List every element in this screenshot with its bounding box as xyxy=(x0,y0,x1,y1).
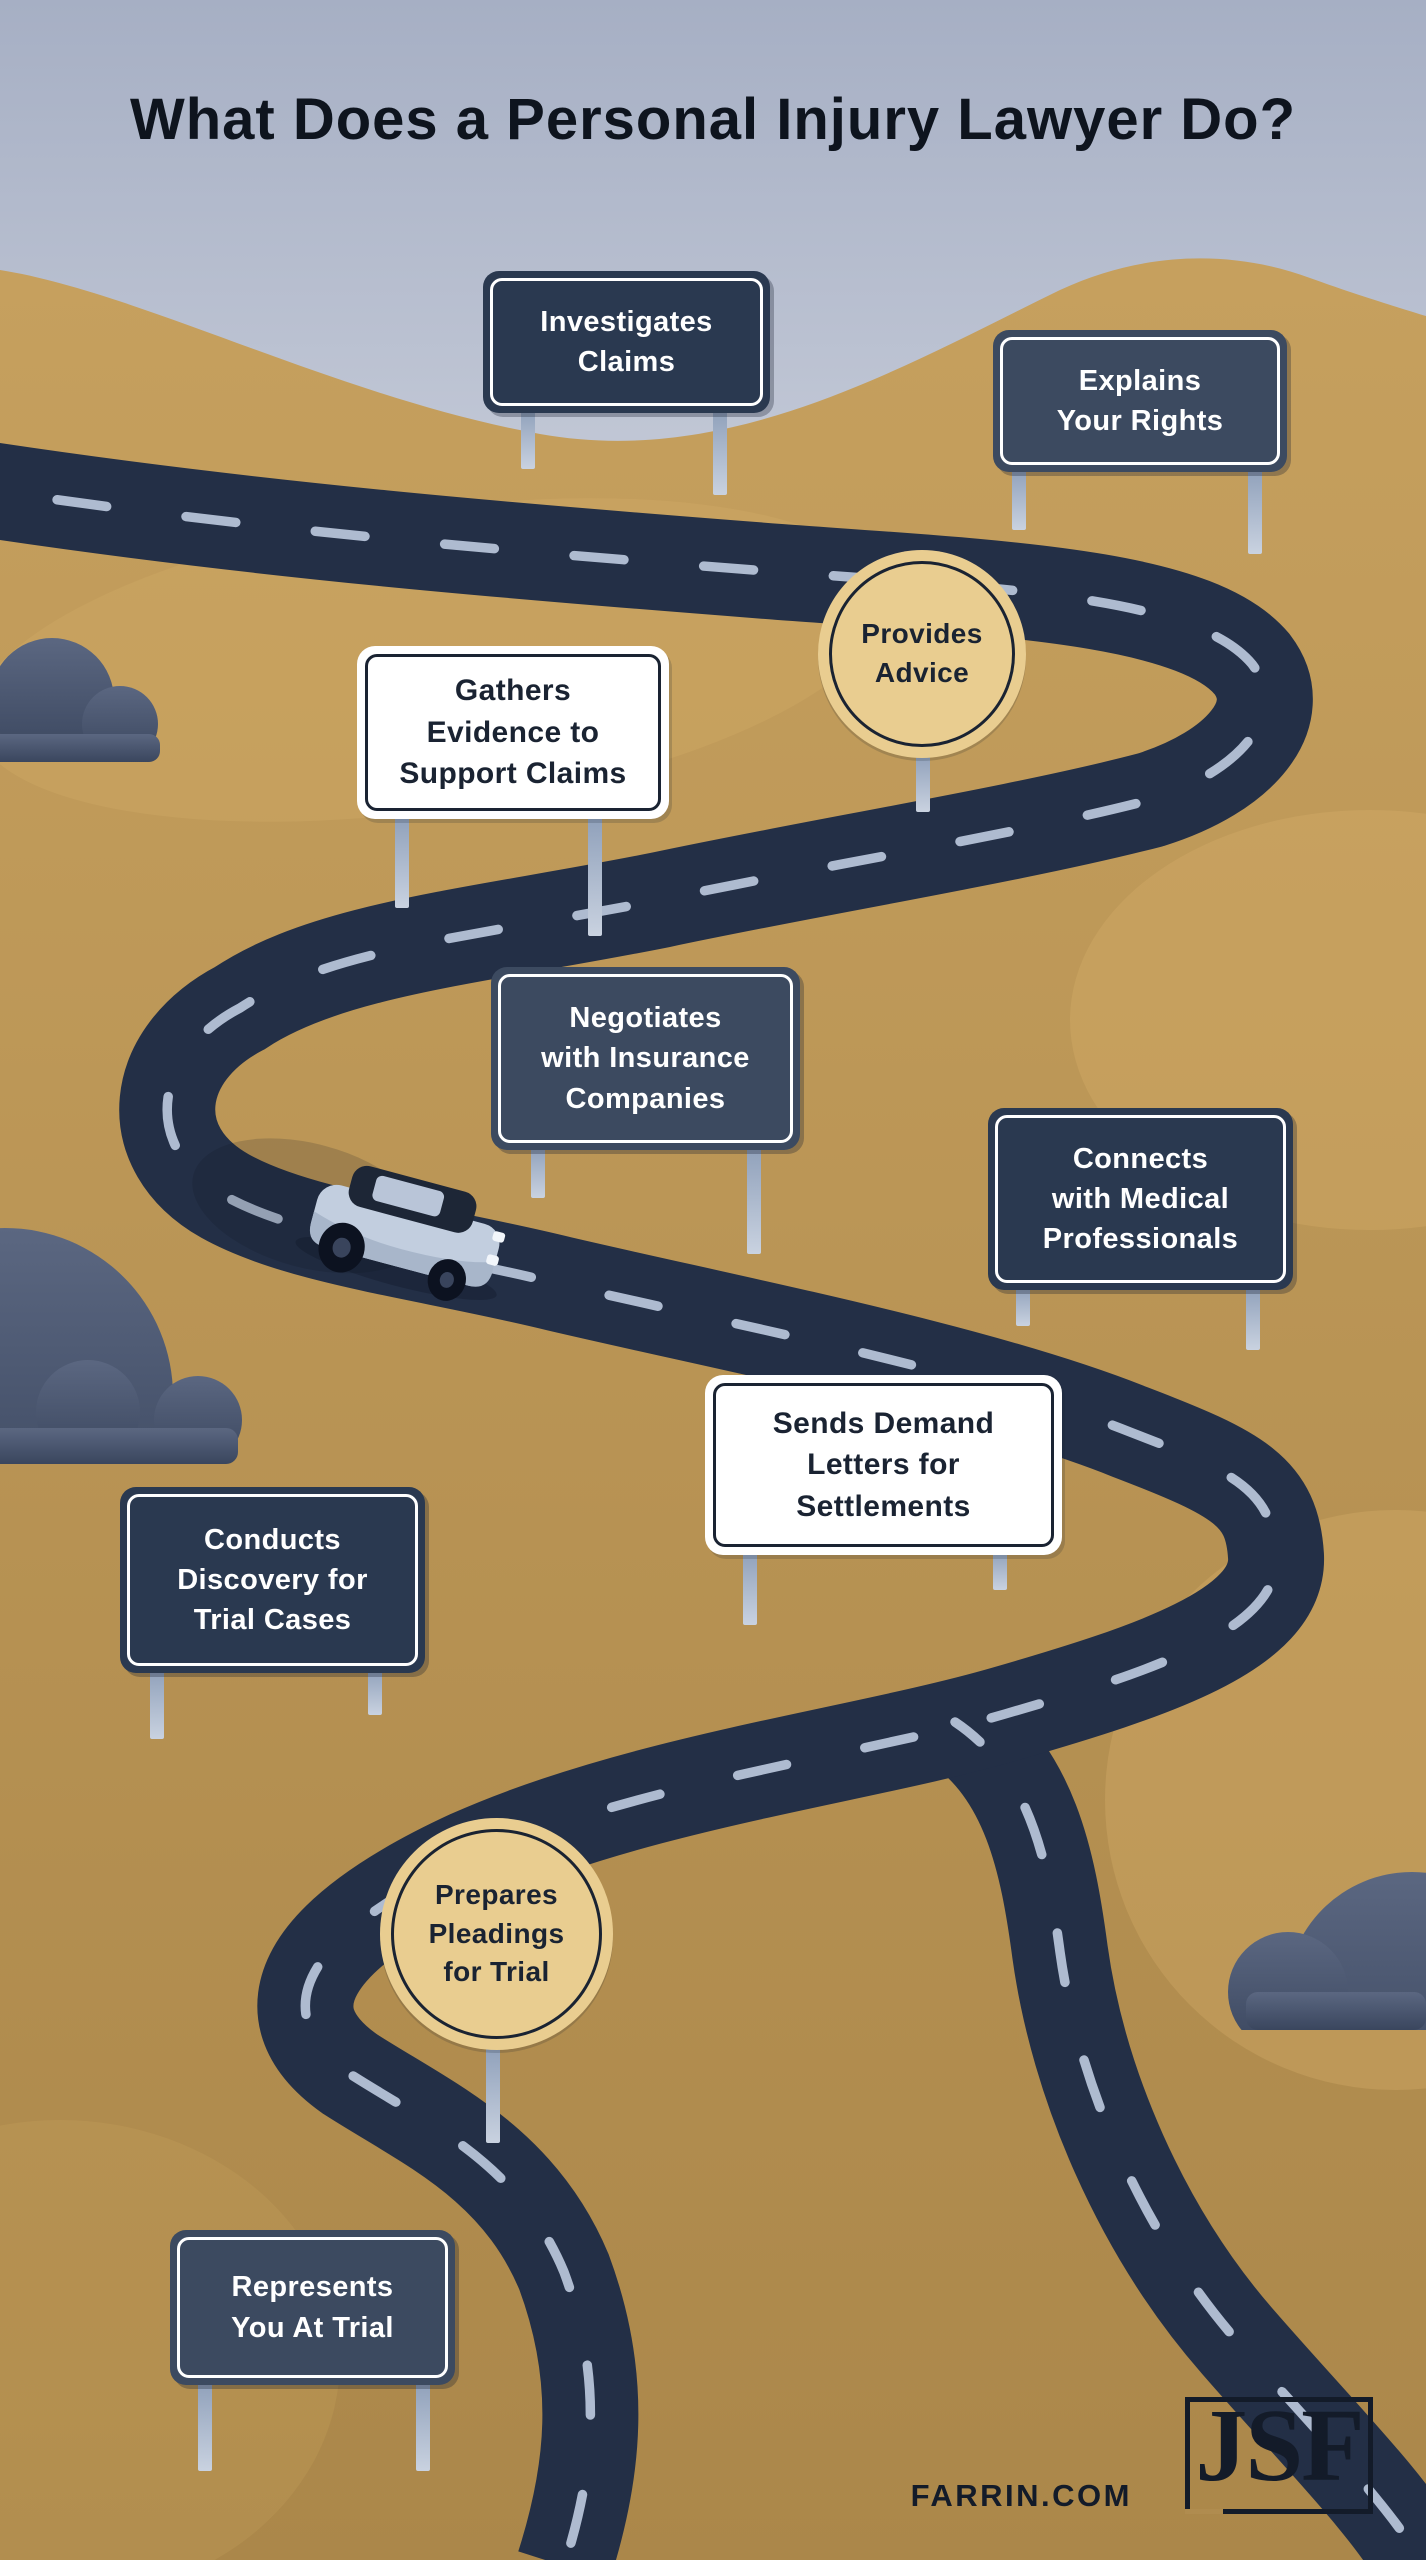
sign-post xyxy=(993,1551,1007,1590)
sign-post xyxy=(486,2046,500,2143)
jsf-logo: JSF xyxy=(1185,2388,1373,2514)
sign-label: Connects with Medical Professionals xyxy=(1042,1142,1239,1255)
cloud-bush-left-middle xyxy=(0,1228,242,1464)
sign-label: Negotiates with Insurance Companies xyxy=(541,1002,750,1115)
sign-post xyxy=(521,409,535,469)
sign-post xyxy=(150,1669,164,1739)
sign-investigates-claims: Investigates Claims xyxy=(483,271,770,413)
sign-negotiates-insurance: Negotiates with Insurance Companies xyxy=(491,967,800,1150)
sign-post xyxy=(1248,468,1262,554)
jsf-logo-border-gap xyxy=(1185,2509,1223,2514)
sign-sends-demand-letters: Sends Demand Letters for Settlements xyxy=(705,1375,1062,1555)
sign-post xyxy=(588,816,602,936)
sign-post xyxy=(1012,468,1026,530)
sign-label: Sends Demand Letters for Settlements xyxy=(772,1406,995,1523)
jsf-logo-text: JSF xyxy=(1195,2388,1364,2503)
sign-label: Prepares Pleadings for Trial xyxy=(428,1879,565,1988)
road-centerline-branch xyxy=(950,1717,1426,2560)
sign-explains-your-rights: Explains Your Rights xyxy=(993,330,1287,472)
sign-represents-trial: Represents You At Trial xyxy=(170,2230,455,2385)
website-label: FARRIN.COM xyxy=(910,2478,1132,2513)
cloud-bush-right-bottom xyxy=(1228,1872,1426,2030)
sign-post xyxy=(747,1146,761,1254)
sign-post xyxy=(743,1551,757,1625)
sign-post xyxy=(198,2381,212,2471)
sedan-car-icon xyxy=(192,1138,506,1301)
sign-provides-advice: Provides Advice xyxy=(818,550,1026,758)
sign-post xyxy=(395,816,409,908)
sign-post xyxy=(416,2381,430,2471)
sign-post xyxy=(531,1146,545,1198)
cloud-bush-left-top xyxy=(0,638,160,762)
sign-prepares-pleadings: Prepares Pleadings for Trial xyxy=(380,1818,613,2050)
page-title: What Does a Personal Injury Lawyer Do? xyxy=(129,87,1297,152)
sign-post xyxy=(713,409,727,495)
sign-connects-medical: Connects with Medical Professionals xyxy=(988,1108,1293,1290)
sign-label: Explains Your Rights xyxy=(1056,364,1224,437)
sign-label: Investigates Claims xyxy=(540,305,713,378)
sign-gathers-evidence: Gathers Evidence to Support Claims xyxy=(357,646,669,819)
sign-post xyxy=(916,754,930,812)
sign-label: Conducts Discovery for Trial Cases xyxy=(177,1523,368,1636)
sign-post xyxy=(1016,1286,1030,1326)
sign-label: Represents You At Trial xyxy=(231,2271,394,2344)
sign-post xyxy=(368,1669,382,1715)
sign-conducts-discovery: Conducts Discovery for Trial Cases xyxy=(120,1487,425,1673)
sign-label: Provides Advice xyxy=(861,618,983,688)
sign-post xyxy=(1246,1286,1260,1350)
sign-label: Gathers Evidence to Support Claims xyxy=(399,674,627,791)
